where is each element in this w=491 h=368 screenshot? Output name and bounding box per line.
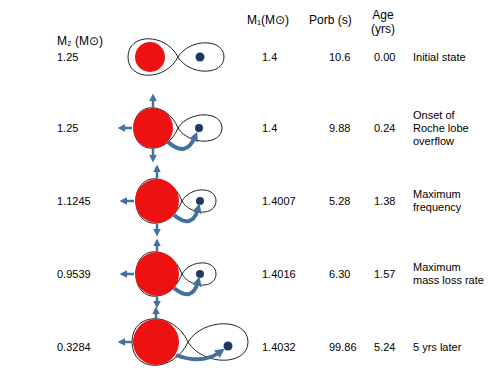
roche-lobe xyxy=(134,108,222,149)
donor-star xyxy=(133,108,173,148)
period-value: 10.6 xyxy=(329,51,350,64)
roche-lobe xyxy=(136,179,216,224)
age-value: 0.00 xyxy=(374,51,395,64)
mass-value: 0.9539 xyxy=(57,268,91,281)
mass-value: 1.4032 xyxy=(262,341,296,354)
age-value: 5.24 xyxy=(374,341,395,354)
mass-value: 1.25 xyxy=(57,122,78,135)
mass-value: 1.4 xyxy=(262,51,277,64)
state-label: Maximum mass loss rate xyxy=(413,261,486,287)
age-value: 1.57 xyxy=(374,268,395,281)
age-value: 1.38 xyxy=(374,195,395,208)
accretor-star xyxy=(196,197,204,205)
state-label: Initial state xyxy=(413,51,486,64)
mass-transfer-arrow xyxy=(174,209,198,221)
mass-transfer-arrow xyxy=(168,137,195,149)
period-value: 5.28 xyxy=(329,195,350,208)
state-label: Maximum frequency xyxy=(413,188,486,214)
accretor-star xyxy=(196,270,204,278)
mass-loss-arrow xyxy=(156,169,159,178)
period-value: 9.88 xyxy=(329,122,350,135)
mass-value: 0.3284 xyxy=(57,341,91,354)
roche-lobe xyxy=(132,319,248,366)
column-header: Age (yrs) xyxy=(366,8,400,36)
mass-loss-arrow xyxy=(152,149,155,158)
column-header: M₂ (M⊙) xyxy=(57,34,103,48)
mass-loss-arrow xyxy=(124,273,134,276)
mass-loss-arrow xyxy=(155,311,158,318)
mass-loss-arrow xyxy=(124,200,134,203)
period-value: 6.30 xyxy=(329,268,350,281)
mass-value: 1.1245 xyxy=(57,195,91,208)
mass-value: 1.4 xyxy=(262,122,277,135)
donor-star xyxy=(135,252,179,296)
accretor-star xyxy=(196,53,205,62)
period-value: 99.86 xyxy=(329,341,357,354)
mass-transfer-arrow xyxy=(176,352,220,359)
mass-loss-arrow xyxy=(156,297,159,304)
state-label: 5 yrs later xyxy=(413,341,486,354)
donor-star xyxy=(135,179,179,223)
column-header: M₁(M⊙) xyxy=(247,13,289,27)
column-header: Porb (s) xyxy=(309,13,352,27)
mass-loss-arrow xyxy=(122,341,132,344)
state-label: Onset of Roche lobe overflow xyxy=(413,109,486,148)
mass-value: 1.4007 xyxy=(262,195,296,208)
roche-lobe xyxy=(136,252,216,297)
mass-value: 1.25 xyxy=(57,51,78,64)
donor-star xyxy=(133,319,179,365)
mass-value: 1.4016 xyxy=(262,268,296,281)
mass-loss-arrow xyxy=(152,98,155,107)
mass-loss-arrow xyxy=(122,127,132,130)
mass-loss-arrow xyxy=(156,243,159,251)
roche-lobe xyxy=(128,39,224,75)
accretor-star xyxy=(195,124,203,132)
mass-transfer-arrow xyxy=(174,282,198,294)
age-value: 0.24 xyxy=(374,122,395,135)
donor-star xyxy=(135,42,165,72)
accretor-star xyxy=(224,342,233,351)
mass-loss-arrow xyxy=(156,224,159,232)
